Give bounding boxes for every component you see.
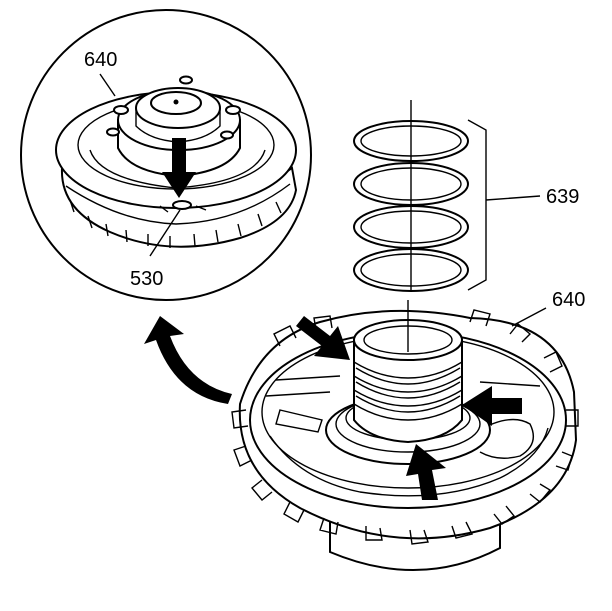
right-arrow-icon bbox=[296, 316, 350, 360]
label-639: 639 bbox=[546, 186, 579, 208]
detail-view bbox=[20, 9, 312, 301]
leader-640-detail bbox=[99, 73, 116, 97]
detail-circle bbox=[20, 9, 312, 301]
snap-ring-1 bbox=[353, 120, 469, 162]
snap-ring-4 bbox=[353, 248, 469, 292]
label-530: 530 bbox=[130, 268, 163, 290]
label-640-main: 640 bbox=[552, 289, 585, 311]
left-arrow-icon bbox=[462, 386, 522, 426]
leader-530 bbox=[149, 209, 181, 257]
leader-640-main bbox=[511, 307, 547, 327]
up-arrow-icon bbox=[406, 444, 446, 500]
down-arrow-icon bbox=[162, 138, 196, 198]
ring-bracket bbox=[467, 119, 541, 291]
main-housing bbox=[231, 300, 579, 571]
label-640-detail: 640 bbox=[84, 49, 117, 71]
curved-arrow-icon bbox=[144, 316, 232, 404]
snap-ring-stack bbox=[353, 100, 541, 292]
